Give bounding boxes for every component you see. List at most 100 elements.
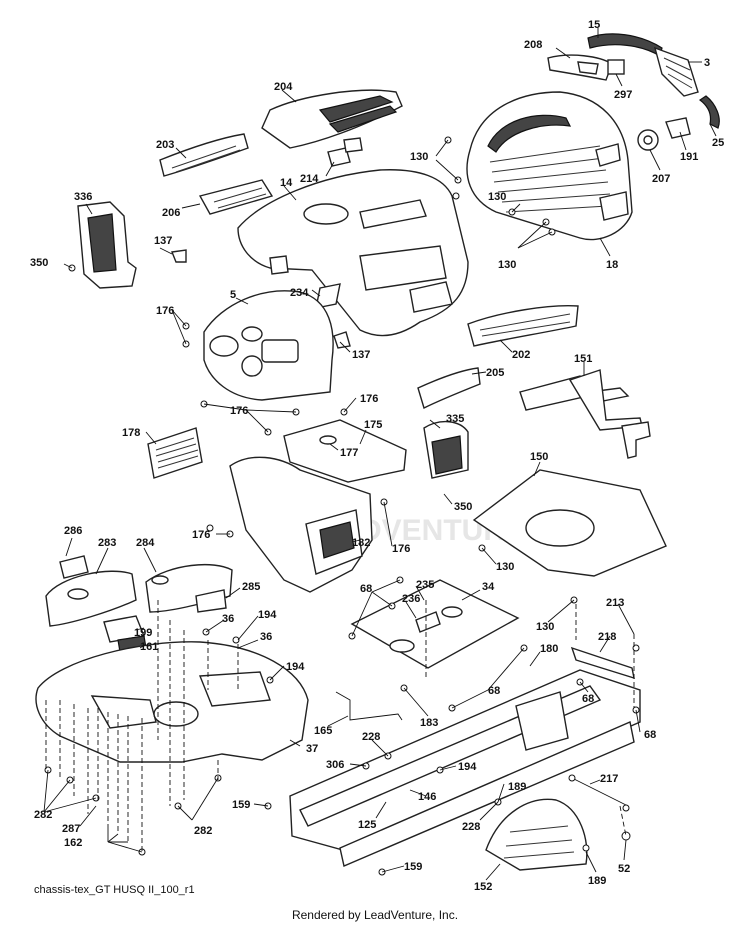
plate-285[interactable] (195, 589, 227, 613)
callout-161: 161 (140, 641, 158, 653)
lower-grille-202[interactable] (467, 304, 579, 347)
callout-37: 37 (306, 743, 318, 755)
callout-52: 52 (618, 863, 630, 875)
headlight-cover-208[interactable] (547, 54, 613, 81)
callout-286: 286 (64, 525, 82, 537)
assembly-lines (45, 600, 635, 852)
callout-287: 287 (62, 823, 80, 835)
callout-14: 14 (280, 177, 293, 189)
side-panel-3[interactable] (653, 46, 699, 97)
hood-top-panel-204[interactable] (261, 89, 403, 149)
callout-194-a: 194 (258, 609, 277, 621)
callout-labels: 15 3 208 297 25 191 207 204 203 214 14 2… (30, 19, 724, 893)
callout-199: 199 (134, 627, 152, 639)
callout-235: 235 (416, 579, 434, 591)
callout-194-c: 194 (458, 761, 477, 773)
diagram-code: chassis-tex_GT HUSQ II_100_r1 (34, 884, 195, 896)
callout-34: 34 (482, 581, 495, 593)
callout-189-a: 189 (508, 781, 526, 793)
callout-207: 207 (652, 173, 670, 185)
callout-236: 236 (402, 593, 420, 605)
callout-204: 204 (274, 81, 293, 93)
callout-130-e: 130 (536, 621, 554, 633)
dash-pedestal-182[interactable] (229, 456, 373, 593)
callout-130-c: 130 (498, 259, 516, 271)
seat-back-panel-336[interactable] (77, 201, 137, 289)
callout-182: 182 (352, 537, 370, 549)
trim-strip-234[interactable] (269, 255, 341, 309)
callout-176-d: 176 (192, 529, 210, 541)
callout-68-b: 68 (488, 685, 500, 697)
callout-218: 218 (598, 631, 616, 643)
callout-183: 183 (420, 717, 438, 729)
callout-152: 152 (474, 881, 492, 893)
callout-335: 335 (446, 413, 464, 425)
callout-162: 162 (64, 837, 82, 849)
mounting-brackets-151[interactable] (519, 369, 651, 459)
clip-137-right[interactable] (333, 331, 351, 349)
dash-vent-206[interactable] (198, 179, 274, 215)
callout-176-e: 176 (392, 543, 410, 555)
callout-68-d: 68 (644, 729, 656, 741)
callout-194-b: 194 (286, 661, 305, 673)
callout-202: 202 (512, 349, 530, 361)
callout-137-b: 137 (352, 349, 370, 361)
mounting-plate-34[interactable] (350, 579, 520, 669)
latch-191[interactable] (665, 117, 691, 139)
side-vent-178[interactable] (147, 427, 203, 479)
chassis-frame-180[interactable] (289, 669, 641, 867)
callout-285: 285 (242, 581, 260, 593)
hood-body-14[interactable] (237, 169, 469, 337)
callout-336: 336 (74, 191, 92, 203)
callout-217: 217 (600, 773, 618, 785)
render-credit: Rendered by LeadVenture, Inc. (291, 908, 459, 922)
knob-207[interactable] (637, 129, 659, 151)
callout-177: 177 (340, 447, 358, 459)
hood-vent-203[interactable] (159, 133, 249, 177)
lens-297[interactable] (607, 59, 625, 75)
callout-130-d: 130 (496, 561, 514, 573)
rear-fender-body-37[interactable] (35, 641, 309, 763)
callout-125: 125 (358, 819, 376, 831)
link-rod-165[interactable] (335, 691, 403, 721)
callout-282-b: 282 (194, 825, 212, 837)
callout-68-c: 68 (582, 693, 594, 705)
callout-189-b: 189 (588, 875, 606, 887)
dashboard-5[interactable] (203, 290, 334, 401)
callout-297: 297 (614, 89, 632, 101)
callout-176-c: 176 (230, 405, 248, 417)
cover-286[interactable] (59, 555, 89, 579)
callout-25: 25 (712, 137, 724, 149)
trim-piece-205[interactable] (417, 367, 481, 409)
bushing-177[interactable] (319, 435, 337, 445)
hood-trim-15[interactable] (587, 33, 663, 57)
callout-178: 178 (122, 427, 140, 439)
steering-bracket-175[interactable] (283, 419, 407, 483)
leader-lines (43, 28, 717, 881)
callout-191: 191 (680, 151, 698, 163)
callout-150: 150 (530, 451, 548, 463)
callout-205: 205 (486, 367, 504, 379)
callout-151: 151 (574, 353, 592, 365)
clip-137-left[interactable] (171, 249, 187, 263)
seat-pan-152[interactable] (485, 798, 588, 871)
hood-rear-bracket-25[interactable] (698, 95, 720, 129)
clip-214[interactable] (327, 137, 363, 167)
callout-282-a: 282 (34, 809, 52, 821)
callout-228-a: 228 (362, 731, 380, 743)
callout-159-b: 159 (404, 861, 422, 873)
side-cover-335[interactable] (423, 421, 469, 479)
callout-234: 234 (290, 287, 309, 299)
callout-306: 306 (326, 759, 344, 771)
left-fender-283[interactable] (45, 570, 137, 627)
callout-68-a: 68 (360, 583, 372, 595)
floor-pan-150[interactable] (472, 469, 667, 577)
callout-165: 165 (314, 725, 332, 737)
front-hood-nose-18[interactable] (466, 91, 633, 241)
callout-350-b: 350 (454, 501, 472, 513)
rod-217[interactable] (571, 777, 629, 807)
callout-176-b: 176 (360, 393, 378, 405)
callout-130-a: 130 (410, 151, 428, 163)
callout-146: 146 (418, 791, 436, 803)
